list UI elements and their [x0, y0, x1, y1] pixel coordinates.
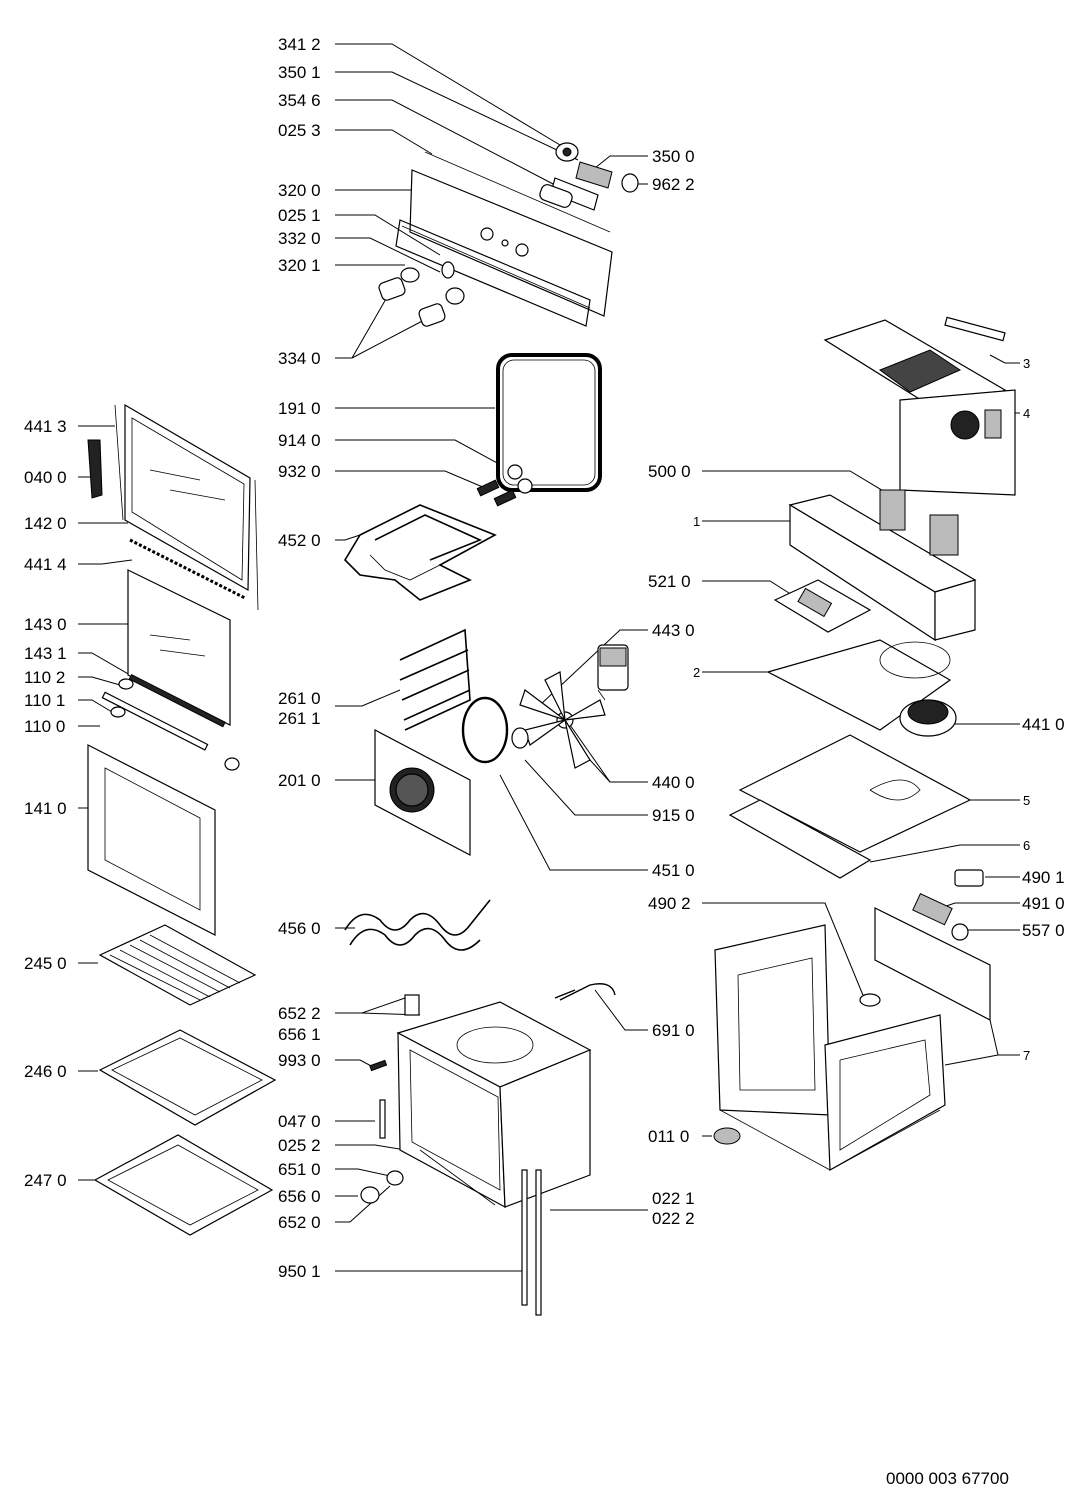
front-frame-part [788, 489, 977, 642]
label-350-0: 350 0 [652, 147, 695, 166]
label-320-0: 320 0 [278, 181, 321, 200]
label-914-0: 914 0 [278, 431, 321, 450]
label-354-6: 354 6 [278, 91, 321, 110]
label-6: 6 [1023, 838, 1030, 853]
chassis-part [713, 924, 946, 1172]
label-191-0: 191 0 [278, 399, 321, 418]
shelf-support-part [399, 628, 471, 731]
label-950-1: 950 1 [278, 1262, 321, 1281]
label-443-0: 443 0 [652, 621, 695, 640]
label-452-0: 452 0 [278, 531, 321, 550]
label-5: 5 [1023, 793, 1030, 808]
fan-motor-part [597, 644, 629, 701]
cooling-fan-part [899, 699, 957, 737]
label-962-2: 962 2 [652, 175, 695, 194]
top-cover-part [823, 316, 1016, 496]
label-656-0: 656 0 [278, 1187, 321, 1206]
label-500-0: 500 0 [648, 462, 691, 481]
door-gasket-part [496, 353, 602, 492]
grill-element-part [343, 504, 497, 601]
label-022-1: 022 1 [652, 1189, 695, 1208]
hinge-parts [101, 678, 240, 771]
outer-door-part [87, 744, 216, 936]
label-110-0: 110 0 [24, 717, 65, 736]
label-651-0: 651 0 [278, 1160, 321, 1179]
label-350-1: 350 1 [278, 63, 321, 82]
label-652-2: 652 2 [278, 1004, 321, 1023]
fan-cover-part [374, 729, 471, 856]
label-261-1: 261 1 [278, 709, 321, 728]
label-441-0: 441 0 [1022, 715, 1065, 734]
label-441-3: 441 3 [24, 417, 67, 436]
label-332-0: 332 0 [278, 229, 321, 248]
label-025-2: 025 2 [278, 1136, 321, 1155]
label-491-0: 491 0 [1022, 894, 1065, 913]
label-143-0: 143 0 [24, 615, 67, 634]
label-521-0: 521 0 [648, 572, 691, 591]
label-7: 7 [1023, 1048, 1030, 1063]
rear-electrical-parts [874, 869, 991, 1021]
label-2: 2 [693, 665, 700, 680]
label-656-1: 656 1 [278, 1025, 321, 1044]
label-245-0: 245 0 [24, 954, 67, 973]
label-456-0: 456 0 [278, 919, 321, 938]
label-201-0: 201 0 [278, 771, 321, 790]
label-341-2: 341 2 [278, 35, 321, 54]
label-143-1: 143 1 [24, 644, 67, 663]
label-110-2: 110 2 [24, 668, 65, 687]
baking-tray-parts [93, 1029, 277, 1236]
label-047-0: 047 0 [278, 1112, 321, 1131]
label-261-0: 261 0 [278, 689, 321, 708]
part-labels: 341 2 350 1 354 6 025 3 350 0 962 2 320 … [24, 35, 1065, 1488]
part-drawings [87, 142, 1016, 1316]
label-490-1: 490 1 [1022, 868, 1065, 887]
fan-ring-part [461, 696, 509, 764]
fastener-parts [476, 464, 533, 507]
top-components [378, 142, 639, 327]
label-932-0: 932 0 [278, 462, 321, 481]
label-334-0: 334 0 [278, 349, 321, 368]
label-011-0: 011 0 [648, 1127, 689, 1146]
label-022-2: 022 2 [652, 1209, 695, 1228]
label-3: 3 [1023, 356, 1030, 371]
bottom-panel-part [728, 734, 972, 879]
label-1: 1 [693, 514, 700, 529]
label-652-0: 652 0 [278, 1213, 321, 1232]
door-frame-part [87, 403, 259, 611]
label-4: 4 [1023, 406, 1030, 421]
label-557-0: 557 0 [1022, 921, 1065, 940]
oven-cavity-part [360, 983, 616, 1316]
label-691-0: 691 0 [652, 1021, 695, 1040]
label-915-0: 915 0 [652, 806, 695, 825]
label-246-0: 246 0 [24, 1062, 67, 1081]
label-441-4: 441 4 [24, 555, 67, 574]
label-320-1: 320 1 [278, 256, 321, 275]
label-025-3: 025 3 [278, 121, 321, 140]
label-142-0: 142 0 [24, 514, 67, 533]
label-025-1: 025 1 [278, 206, 321, 225]
lower-element-part [344, 899, 491, 951]
label-110-1: 110 1 [24, 691, 65, 710]
label-040-0: 040 0 [24, 468, 67, 487]
control-panel-part [395, 151, 613, 327]
label-490-2: 490 2 [648, 894, 691, 913]
inner-glass-part [127, 569, 231, 728]
label-247-0: 247 0 [24, 1171, 67, 1190]
document-number: 0000 003 67700 [886, 1469, 1009, 1488]
label-141-0: 141 0 [24, 799, 67, 818]
label-451-0: 451 0 [652, 861, 695, 880]
fan-blade-part [511, 671, 606, 769]
wire-rack-part [98, 924, 257, 1006]
label-440-0: 440 0 [652, 773, 695, 792]
label-993-0: 993 0 [278, 1051, 321, 1070]
